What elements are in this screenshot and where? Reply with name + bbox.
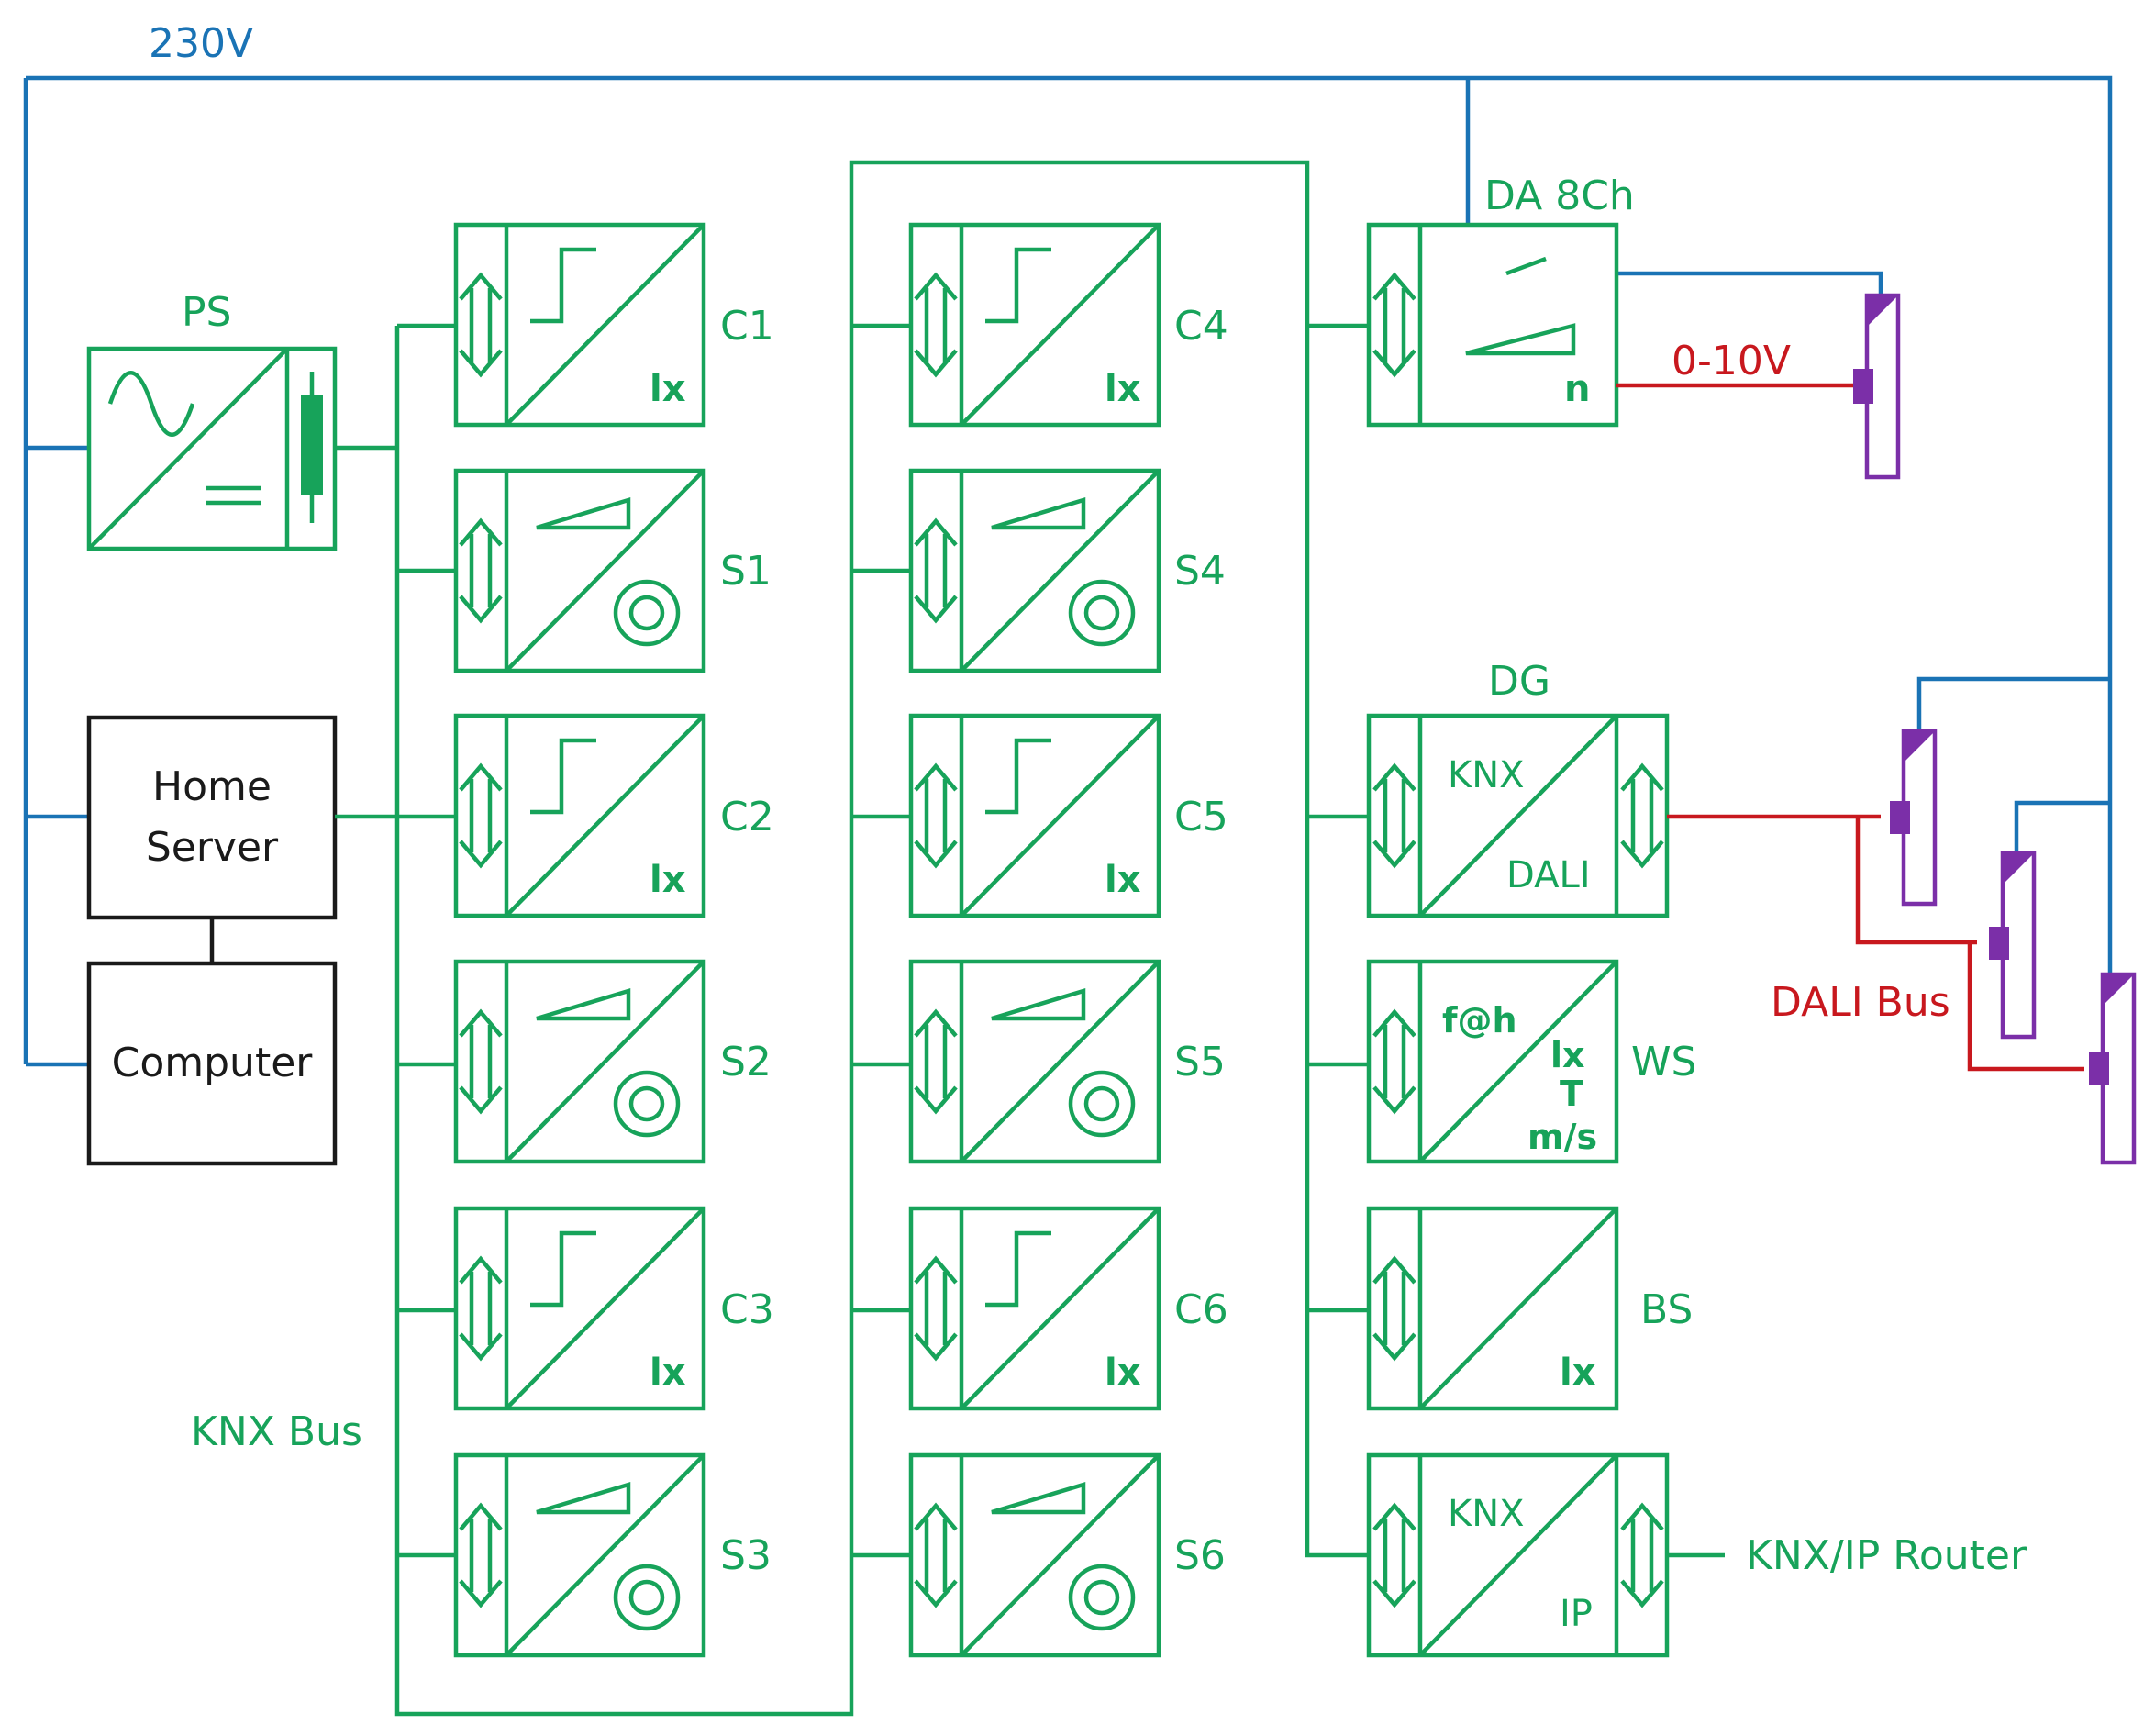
controller-unit: lx [650,368,686,410]
mains-label: 230V [149,20,253,67]
controller-c4: lx C4 [908,222,1228,428]
router-top-text: KNX [1448,1493,1525,1535]
luminaire-0-10v [1853,293,1901,480]
step-function-icon [985,247,1051,324]
weather-text-2: lx [1550,1035,1585,1075]
dali-bus-label: DALI Bus [1771,979,1950,1026]
controller-label: C1 [720,303,774,350]
dali-gateway-label: DG [1488,658,1550,705]
controller-label: C2 [720,794,774,840]
weather-station-label: WS [1631,1039,1696,1085]
sensor-s6: S6 [908,1452,1226,1658]
dimmer-actuator: DA 8Ch n [1366,172,1635,428]
luminaire-dali-1 [1890,729,1938,907]
weather-text-1: f@h [1442,1000,1517,1040]
home-server-line1: Home [152,763,272,810]
home-server-line2: Server [146,824,279,871]
power-supply: PS [86,289,338,551]
sensor-label: S1 [720,548,772,595]
ramp-icon [991,987,1086,1021]
weather-station: f@h lx T m/s WS [1366,959,1696,1164]
bus-choke-icon [301,395,323,495]
sensor-s2: S2 [453,959,772,1164]
controller-c3: lx C3 [453,1206,774,1411]
gateway-bottom-text: DALI [1506,854,1591,896]
controller-c6: lx C6 [908,1206,1228,1411]
knx-ip-router: KNX IP KNX/IP Router [1366,1452,2027,1658]
step-function-icon [530,738,596,815]
knx-bus-wiring: KNX Bus [191,160,1369,1717]
controller-label: C6 [1174,1286,1228,1333]
ramp-icon [536,496,631,530]
controller-label: C4 [1174,303,1228,350]
ac-wave-icon [107,371,195,437]
power-supply-label: PS [182,289,231,336]
weather-text-4: m/s [1527,1117,1597,1157]
controller-unit: lx [1105,1352,1141,1394]
sensor-label: S2 [720,1039,772,1085]
knx-bus-label: KNX Bus [191,1408,362,1455]
controller-c5: lx C5 [908,713,1228,918]
controller-unit: lx [1105,368,1141,410]
dali-gateway: DG KNX DALI [1366,658,1670,918]
controller-label: C5 [1174,794,1228,840]
weather-text-3: T [1560,1074,1583,1114]
controller-unit: lx [650,859,686,901]
presence-sensor-icon [1068,1564,1136,1631]
luminaire-dali-2 [1989,851,2037,1040]
mains-wiring: 230V [23,20,2113,1161]
router-bottom-text: IP [1560,1593,1593,1635]
sensor-label: S3 [720,1532,772,1579]
analog-signal-label: 0-10V [1672,338,1791,384]
presence-sensor-icon [613,579,681,647]
brightness-unit: lx [1560,1352,1596,1394]
ramp-icon [991,496,1086,530]
step-function-icon [530,247,596,324]
controller-c2: lx C2 [453,713,774,918]
presence-sensor-icon [613,1070,681,1138]
ramp-icon [991,1481,1086,1515]
brightness-sensor-label: BS [1640,1286,1693,1333]
sensor-s4: S4 [908,468,1226,673]
controller-c1: lx C1 [453,222,774,428]
step-function-icon [530,1230,596,1308]
controller-label: C3 [720,1286,774,1333]
step-function-icon [985,1230,1051,1308]
relay-switch-icon [1505,256,1547,276]
home-server: Home Server [86,715,338,920]
presence-sensor-icon [613,1564,681,1631]
computer: Computer [86,961,338,1166]
dali-bus-wiring: DALI Bus [1667,814,2084,1072]
sensor-s1: S1 [453,468,772,673]
dimmer-actuator-label: DA 8Ch [1484,172,1635,219]
controller-unit: lx [1105,859,1141,901]
sensor-s5: S5 [908,959,1226,1164]
computer-label: Computer [112,1040,314,1086]
sensor-label: S5 [1174,1039,1226,1085]
controller-unit: lx [650,1352,686,1394]
sensor-label: S4 [1174,548,1226,595]
dimmer-output-label: n [1564,368,1590,410]
ramp-icon [536,987,631,1021]
presence-sensor-icon [1068,1070,1136,1138]
sensor-s3: S3 [453,1452,772,1658]
luminaire-dali-3 [2089,972,2137,1165]
ramp-icon [1465,323,1576,356]
presence-sensor-icon [1068,579,1136,647]
router-label: KNX/IP Router [1746,1532,2027,1579]
step-function-icon [985,738,1051,815]
gateway-top-text: KNX [1448,754,1525,796]
sensor-label: S6 [1174,1532,1226,1579]
brightness-sensor: lx BS [1366,1206,1693,1411]
ramp-icon [536,1481,631,1515]
